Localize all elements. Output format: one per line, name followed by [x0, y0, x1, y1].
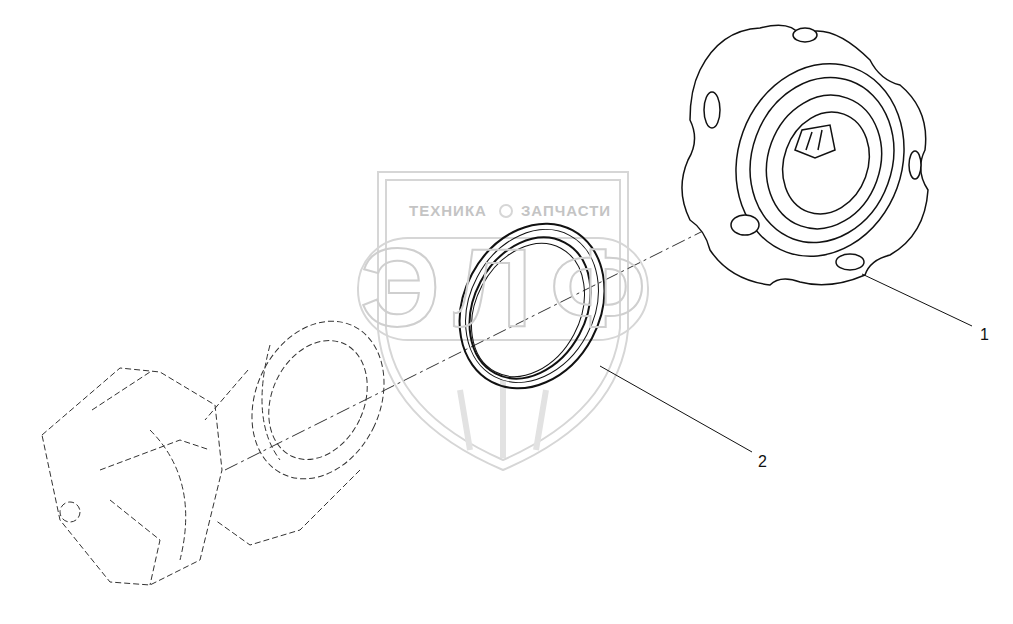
watermark-text: ЗАПЧАСТИ: [521, 203, 611, 218]
filler-cap: [682, 25, 931, 285]
watermark-text: ТЕХНИКА: [409, 203, 487, 218]
axis-line: [225, 215, 735, 470]
callout-number: 2: [758, 454, 767, 470]
filler-neck: [42, 299, 409, 585]
callout-number: 1: [980, 327, 989, 343]
watermark-logo: ЭЛФ: [360, 232, 664, 344]
